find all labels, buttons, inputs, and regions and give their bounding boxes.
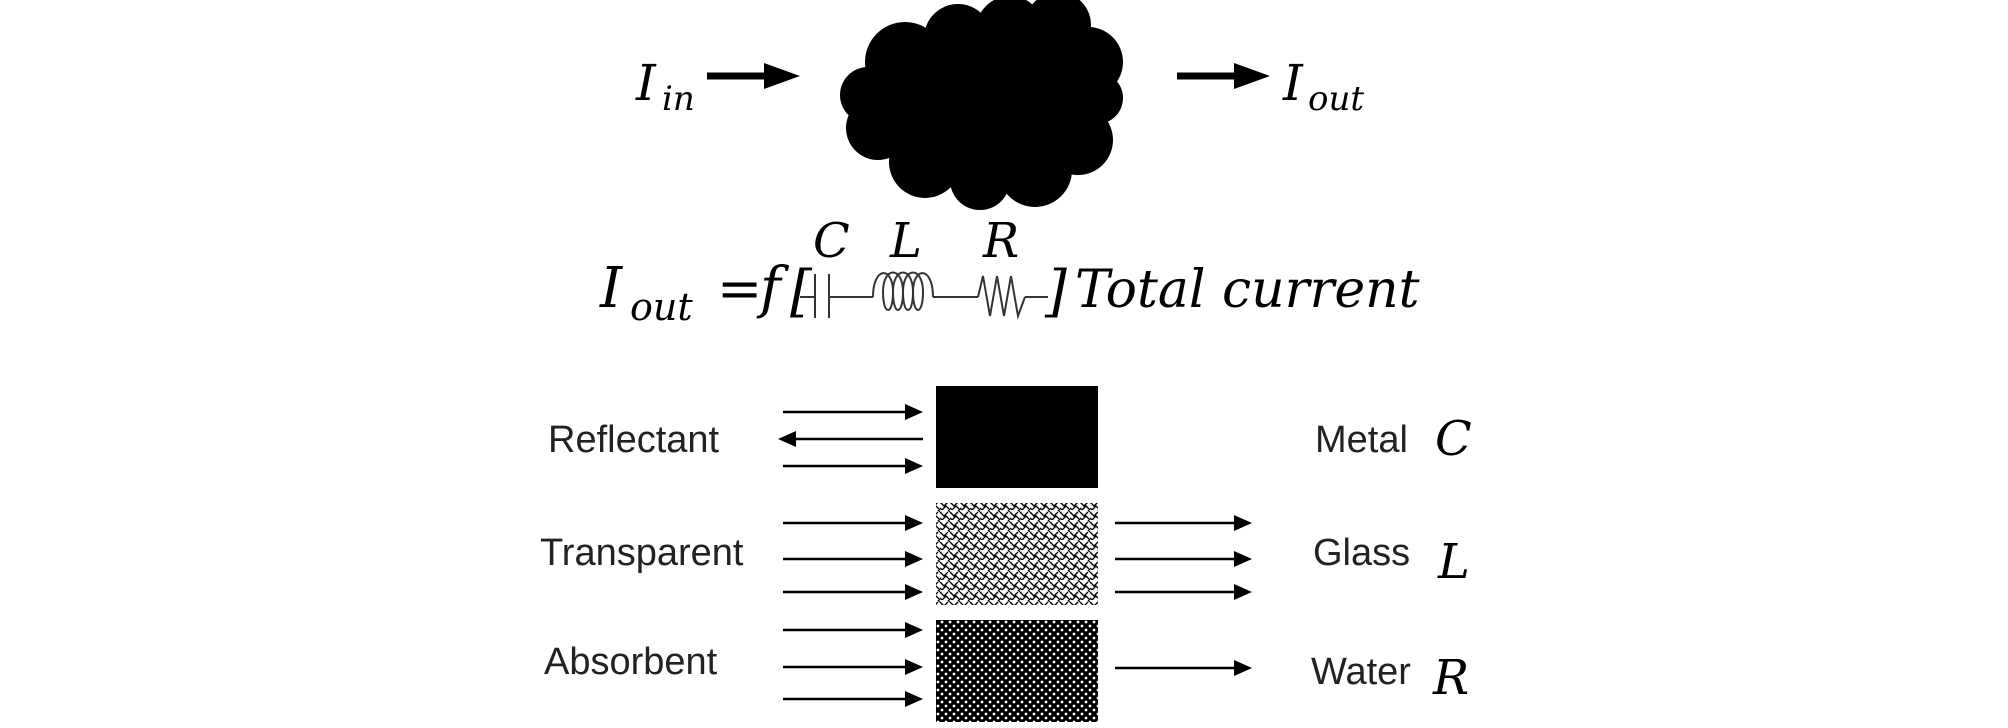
equation-function: f bbox=[756, 256, 790, 321]
reflect-arrows bbox=[778, 404, 923, 474]
inductor-label: L bbox=[889, 213, 922, 269]
input-current-symbol: I bbox=[635, 54, 657, 112]
reflectant-label: Reflectant bbox=[548, 419, 720, 461]
water-symbol: R bbox=[1432, 650, 1469, 706]
water-block bbox=[936, 620, 1098, 722]
equation-close-bracket: ] bbox=[1044, 259, 1067, 324]
absorbent-label: Absorbent bbox=[544, 641, 718, 683]
metal-label: Metal bbox=[1315, 419, 1408, 461]
resistor-symbol bbox=[958, 275, 1048, 320]
equation-lhs-symbol: I bbox=[599, 256, 624, 321]
absorb-arrows-in bbox=[783, 622, 923, 707]
inductor-symbol bbox=[844, 271, 958, 311]
water-label: Water bbox=[1311, 651, 1411, 693]
input-current-subscript: in bbox=[662, 79, 695, 119]
output-current-subscript: out bbox=[1308, 79, 1364, 119]
glass-block bbox=[936, 503, 1098, 605]
capacitor-symbol bbox=[800, 274, 844, 318]
input-arrow bbox=[707, 63, 800, 89]
resistor-label: R bbox=[982, 213, 1019, 269]
output-arrow bbox=[1177, 63, 1270, 89]
metal-block bbox=[936, 386, 1098, 488]
equation-equals: = bbox=[717, 257, 762, 320]
glass-symbol: L bbox=[1437, 534, 1470, 590]
glass-label: Glass bbox=[1313, 532, 1410, 574]
transmit-arrows-in bbox=[783, 515, 923, 600]
absorb-arrow-out bbox=[1115, 660, 1252, 676]
equation-lhs-subscript: out bbox=[630, 285, 693, 329]
transparent-label: Transparent bbox=[540, 532, 744, 574]
black-box-cloud bbox=[840, 0, 1123, 210]
output-current-symbol: I bbox=[1282, 54, 1304, 112]
equation-total-current: Total current bbox=[1075, 260, 1420, 320]
transmit-arrows-out bbox=[1115, 515, 1252, 600]
metal-symbol: C bbox=[1435, 411, 1472, 467]
equation-open-bracket: [ bbox=[790, 259, 813, 324]
capacitor-label: C bbox=[813, 213, 850, 269]
